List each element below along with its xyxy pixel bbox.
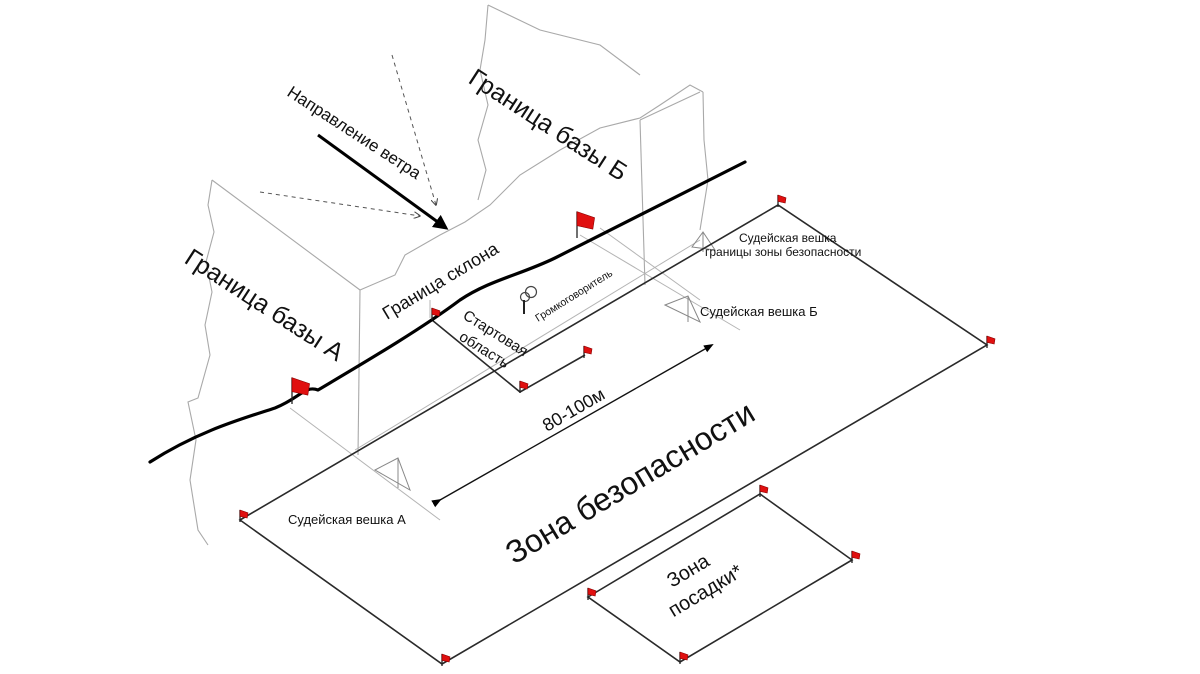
red-flag-icon xyxy=(239,509,249,522)
wind-direction-arrow xyxy=(317,133,449,230)
speaker-label: Громкоговоритель xyxy=(533,267,615,324)
windsock-icon xyxy=(373,457,411,492)
red-flag-icon xyxy=(587,587,597,600)
safety-zone-label: Зона безопасности xyxy=(499,394,761,571)
mid-wall xyxy=(359,4,709,291)
red-flag-icon xyxy=(583,345,593,358)
red-flag-icon xyxy=(291,377,310,404)
wind-dashed-arrow xyxy=(391,54,436,205)
red-flag-icon xyxy=(431,307,441,320)
red-flag-icon xyxy=(441,653,451,666)
judge-flag-b-label: Судейская вешка Б xyxy=(700,304,818,319)
base-a-wall xyxy=(187,179,361,546)
loudspeaker-icon xyxy=(519,285,538,314)
wind-direction-label: Направление ветра xyxy=(284,82,425,183)
judge-boundary-label-line1: Судейская вешка xyxy=(739,231,837,245)
red-flag-icon xyxy=(777,194,787,207)
base-a-label: Граница базы А xyxy=(180,244,349,367)
slope-boundary-label: Граница склона xyxy=(379,238,503,324)
judge-boundary-label-line2: границы зоны безопасности xyxy=(705,245,861,259)
red-flag-icon xyxy=(519,380,529,393)
distance-dimension-line xyxy=(431,344,714,508)
safety-zone-outline xyxy=(238,204,989,665)
red-flag-icon xyxy=(576,211,595,238)
judge-flag-a-label: Судейская вешка А xyxy=(288,512,406,527)
wind-dashed-arrow xyxy=(259,191,420,216)
base-b-label: Граница базы Б xyxy=(464,64,633,187)
red-flag-icon xyxy=(679,651,689,664)
red-flag-icon xyxy=(986,335,996,348)
red-flag-icon xyxy=(759,484,769,497)
slope-boundary-line xyxy=(148,160,747,464)
windsock-icon xyxy=(663,295,702,324)
base-b-wall xyxy=(639,91,701,286)
red-flag-icon xyxy=(851,550,861,563)
